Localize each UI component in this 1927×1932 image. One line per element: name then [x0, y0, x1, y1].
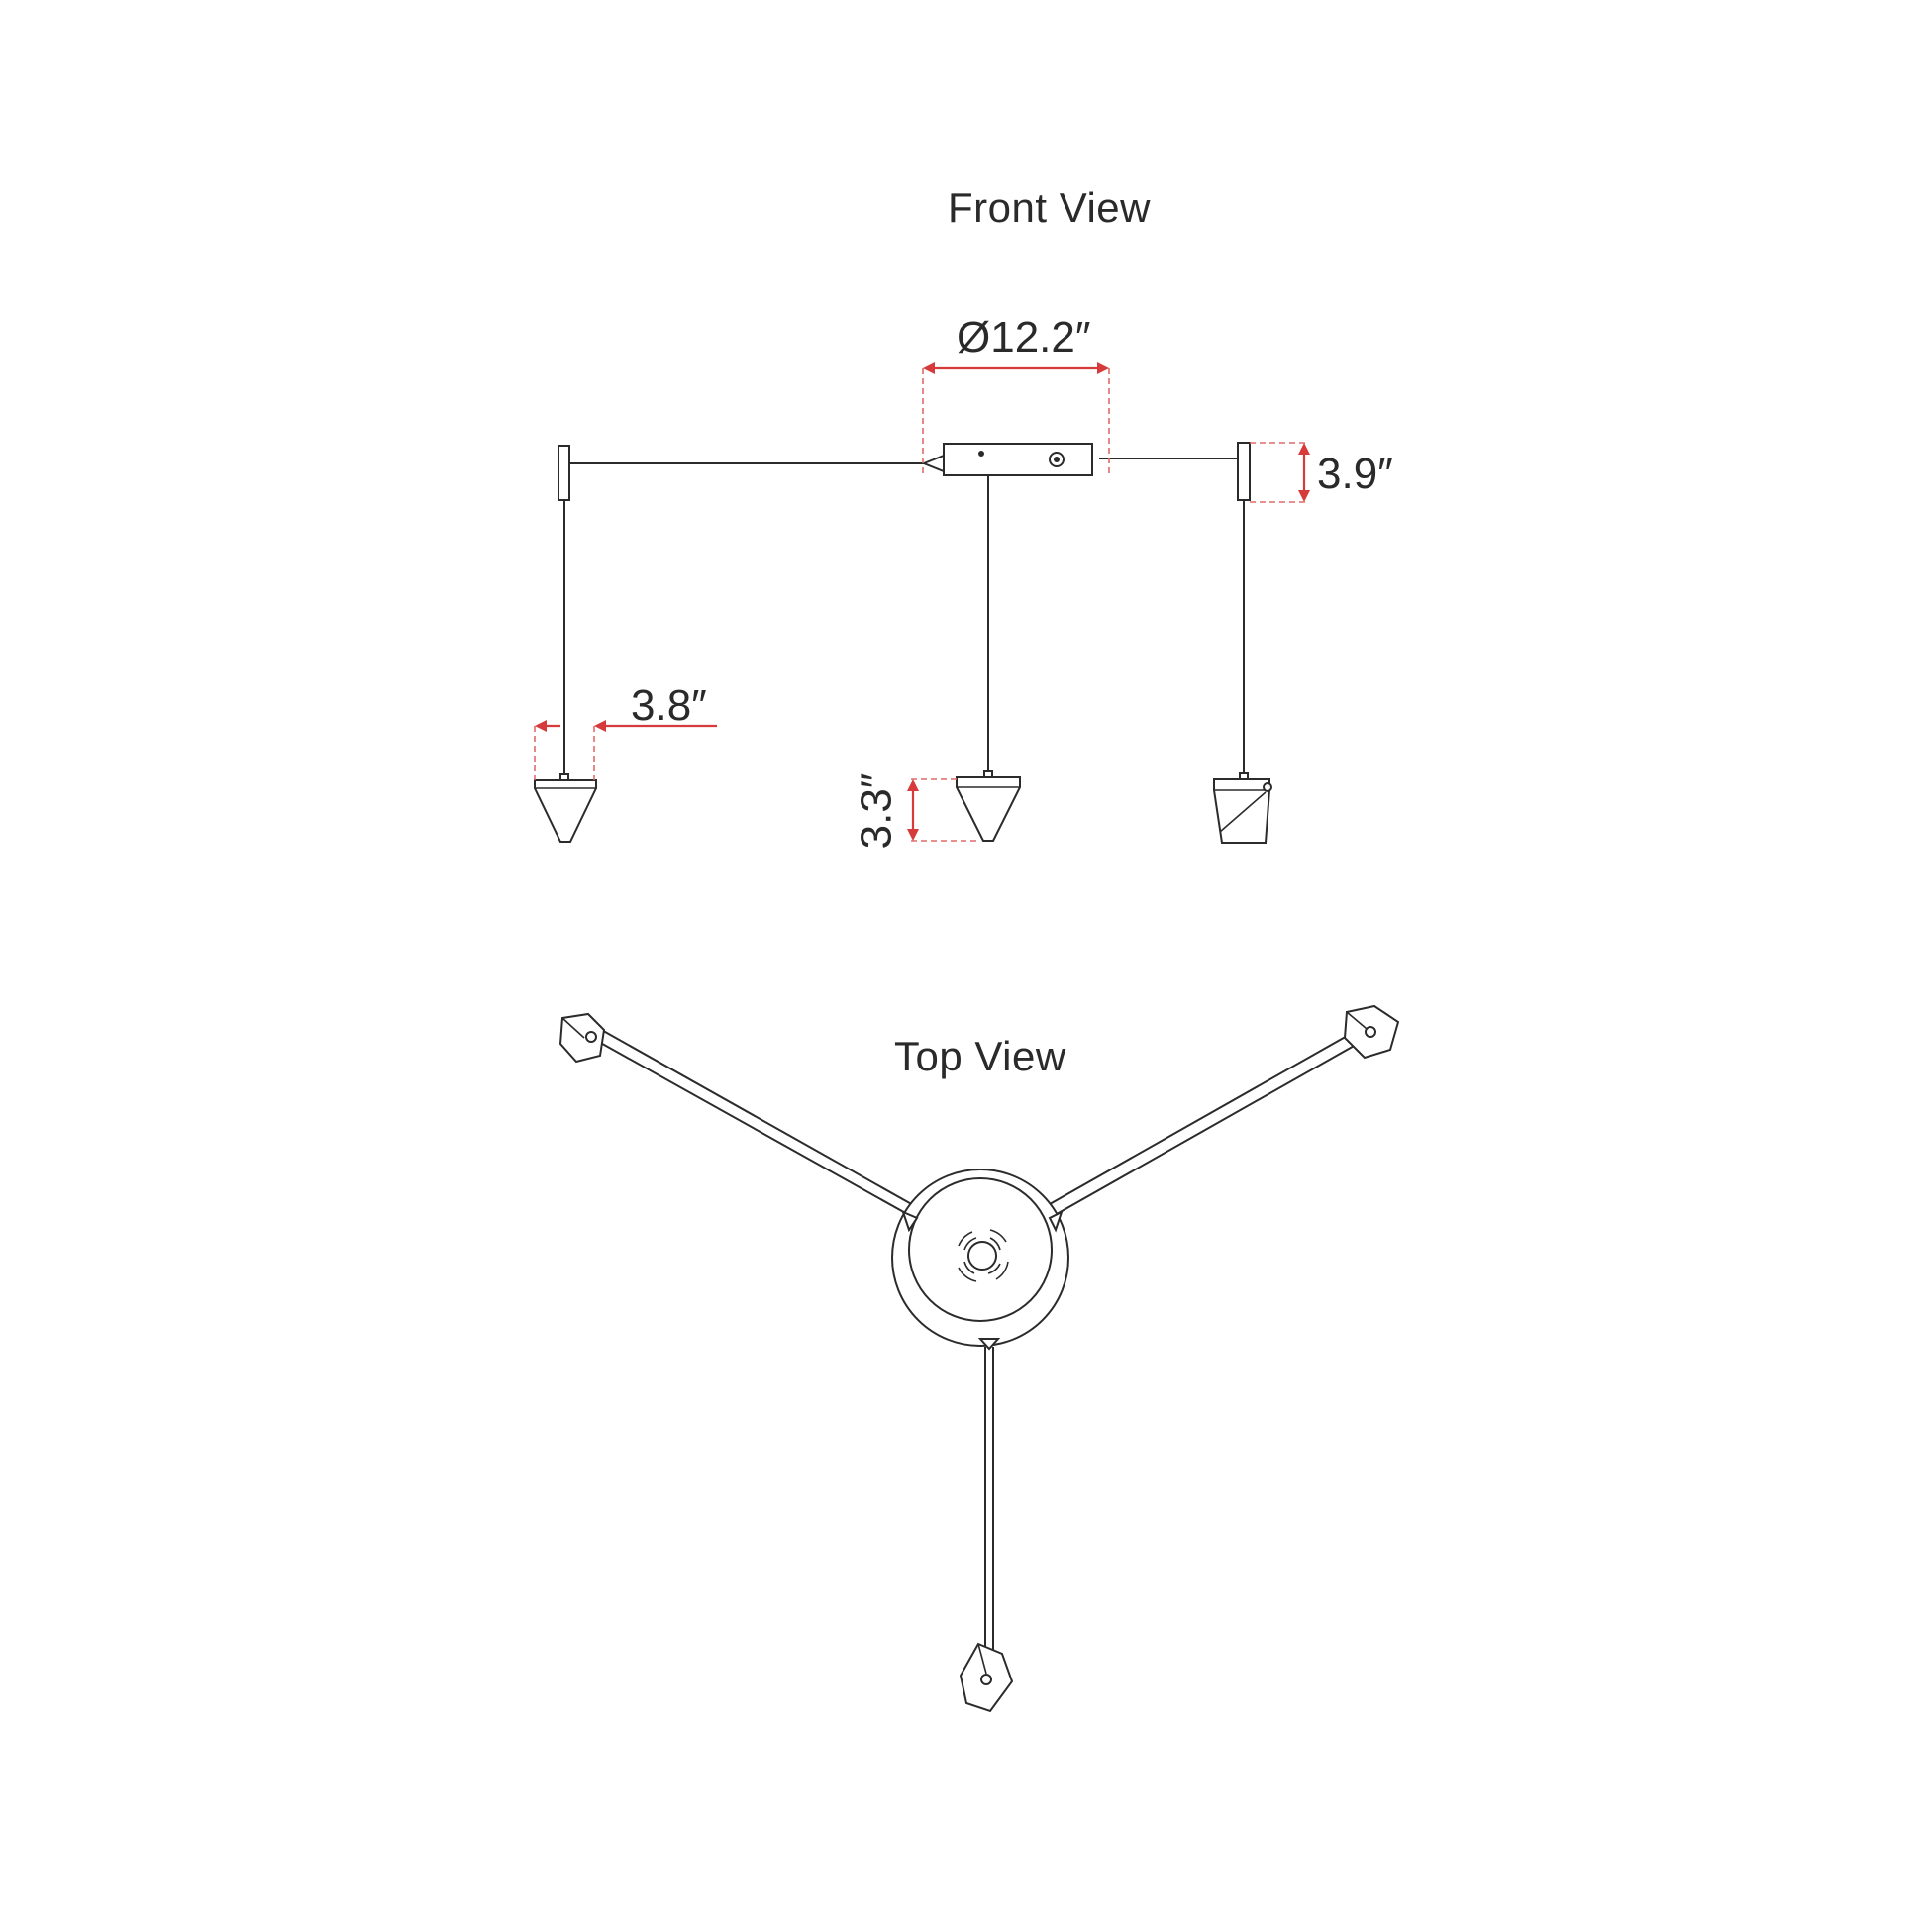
top-arm-left	[587, 1035, 910, 1216]
top-arm-left-b	[597, 1027, 916, 1207]
top-pendant-left-center	[585, 1031, 597, 1043]
top-view	[558, 1004, 1400, 1713]
width-arrowhead-left	[535, 720, 547, 732]
top-center-bolt-ring	[958, 1229, 1009, 1282]
front-right-end-cap	[1237, 442, 1251, 501]
front-right-shade-edge	[1219, 791, 1267, 833]
diameter-arrowhead-right	[1097, 362, 1109, 374]
top-pendant-bottom-center	[980, 1674, 992, 1685]
dimension-canopy-diameter	[922, 362, 1110, 473]
top-pendant-right-center	[1365, 1026, 1376, 1038]
width-arrowhead-right	[594, 720, 606, 732]
top-arm-right	[1056, 1035, 1372, 1215]
top-pendant-bottom-edge	[977, 1643, 987, 1675]
front-canopy-dot	[978, 451, 984, 457]
dimension-shade-height	[907, 778, 980, 842]
dimension-canopy-height	[1250, 442, 1310, 503]
top-pendant-left-edge	[561, 1017, 585, 1039]
front-left-end-cap	[558, 445, 570, 501]
top-center-hole	[967, 1241, 997, 1271]
canopy-diameter-label: Ø12.2″	[957, 313, 1091, 361]
height-arrowhead-bottom	[1298, 490, 1310, 502]
top-connector-right	[1048, 1210, 1064, 1233]
canopy-height-label: 3.9″	[1317, 450, 1393, 498]
top-connector-left	[901, 1210, 919, 1233]
top-view-title: Top View	[894, 1033, 1066, 1079]
shade-height-label: 3.3″	[852, 772, 901, 850]
front-view	[534, 442, 1272, 844]
front-canopy-connector	[921, 454, 945, 473]
top-arm-right-b	[1049, 1025, 1366, 1205]
front-canopy-knob-center	[1054, 457, 1060, 462]
shade-width-label: 3.8″	[631, 681, 707, 730]
diameter-arrowhead-left	[923, 362, 935, 374]
shade-height-arrowhead-top	[907, 779, 919, 791]
height-arrowhead-top	[1298, 443, 1310, 455]
front-canopy	[943, 443, 1093, 476]
dimension-shade-width	[534, 720, 717, 780]
front-right-shade-knob	[1263, 782, 1272, 792]
front-right-shade	[1213, 778, 1270, 844]
shade-height-arrowhead-bottom	[907, 829, 919, 841]
front-view-title: Front View	[948, 184, 1151, 231]
front-left-shade	[534, 779, 597, 843]
top-connector-bottom	[977, 1338, 1001, 1351]
